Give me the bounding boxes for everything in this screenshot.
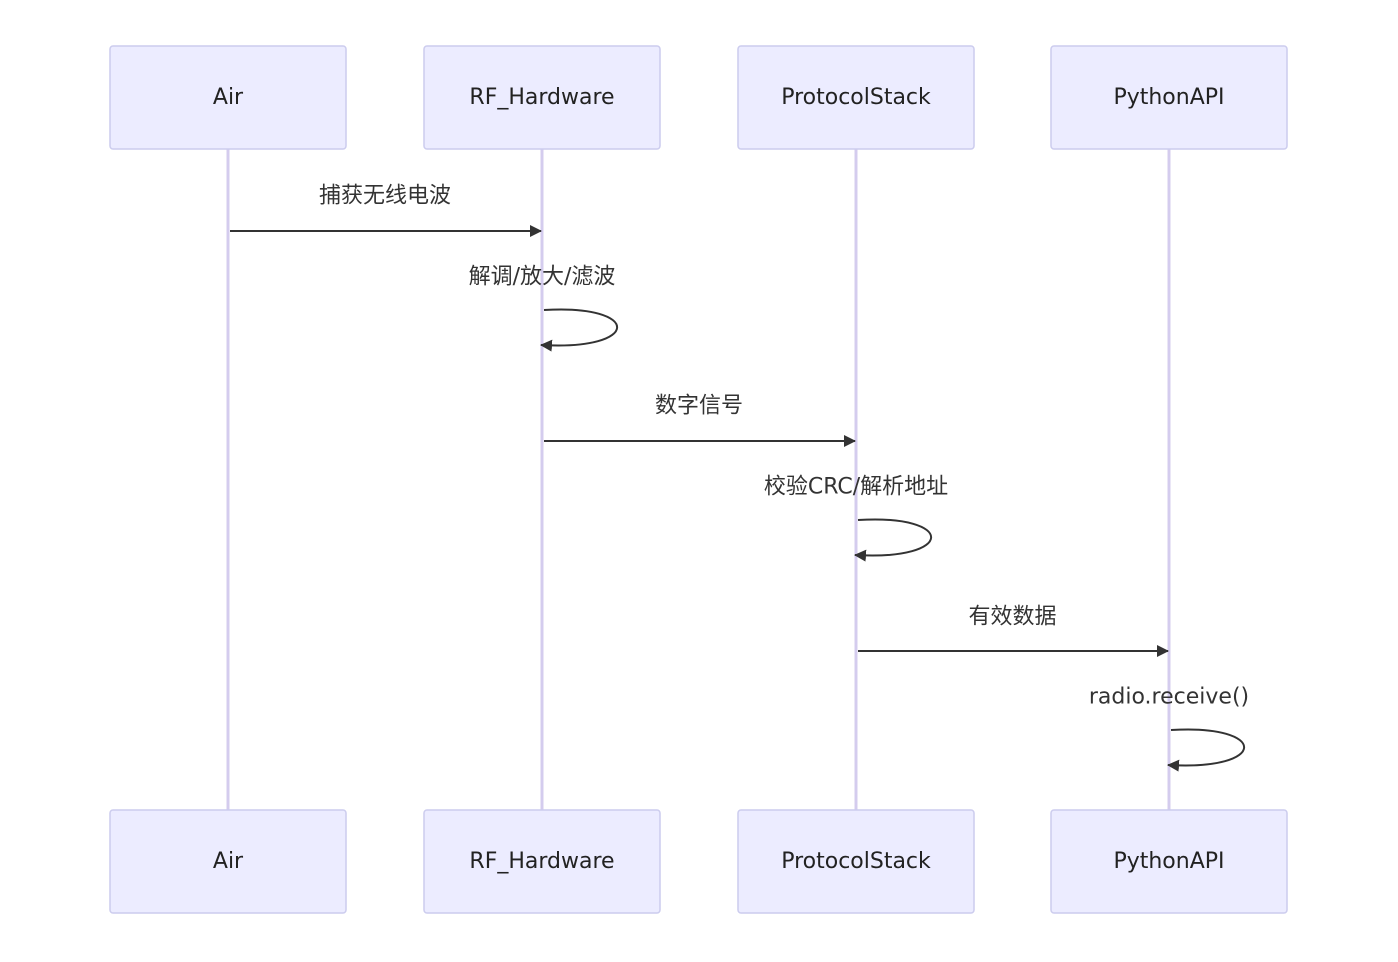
actor-box — [109, 45, 347, 150]
message-6: radio.receive() — [1089, 685, 1249, 772]
actor-box — [1050, 45, 1288, 150]
actor-label: ProtocolStack — [781, 85, 931, 110]
actor-label: ProtocolStack — [781, 849, 931, 874]
message-label: 校验CRC/解析地址 — [764, 475, 948, 500]
actor-top-rf-hardware: RF_Hardware — [423, 45, 661, 150]
actor-top-protocolstack: ProtocolStack — [737, 45, 975, 150]
actor-bottom-pythonapi: PythonAPI — [1050, 809, 1288, 914]
message-label: 解调/放大/滤波 — [469, 265, 616, 290]
message-label: 有效数据 — [968, 605, 1056, 630]
actor-box — [423, 45, 661, 150]
actor-label: PythonAPI — [1113, 85, 1224, 110]
self-message-arrow — [540, 308, 619, 352]
actor-box — [737, 45, 975, 150]
message-label: 数字信号 — [655, 394, 743, 419]
message-3: 数字信号 — [544, 394, 856, 447]
actor-label: RF_Hardware — [469, 85, 614, 110]
actor-bottom-protocolstack: ProtocolStack — [737, 809, 975, 914]
actor-top-pythonapi: PythonAPI — [1050, 45, 1288, 150]
self-message-arrow — [854, 518, 933, 562]
actor-box — [1050, 809, 1288, 914]
actor-label: Air — [213, 85, 244, 110]
actor-box — [109, 809, 347, 914]
actor-bottom-air: Air — [109, 809, 347, 914]
actor-box — [737, 809, 975, 914]
message-5: 有效数据 — [858, 605, 1169, 657]
actor-bottom-rf-hardware: RF_Hardware — [423, 809, 661, 914]
actor-label: RF_Hardware — [469, 849, 614, 874]
message-4: 校验CRC/解析地址 — [764, 475, 948, 562]
message-label: 捕获无线电波 — [319, 184, 451, 209]
message-1: 捕获无线电波 — [230, 184, 542, 237]
message-2: 解调/放大/滤波 — [469, 265, 619, 352]
actor-top-air: Air — [109, 45, 347, 150]
message-label: radio.receive() — [1089, 685, 1249, 710]
actors-bottom: Air RF_Hardware ProtocolStack PythonAPI — [109, 809, 1288, 914]
lifelines — [226, 149, 1171, 810]
actors-top: Air RF_Hardware ProtocolStack PythonAPI — [109, 45, 1288, 150]
actor-box — [423, 809, 661, 914]
actor-label: PythonAPI — [1113, 849, 1224, 874]
self-message-arrow — [1167, 728, 1246, 772]
actor-label: Air — [213, 849, 244, 874]
